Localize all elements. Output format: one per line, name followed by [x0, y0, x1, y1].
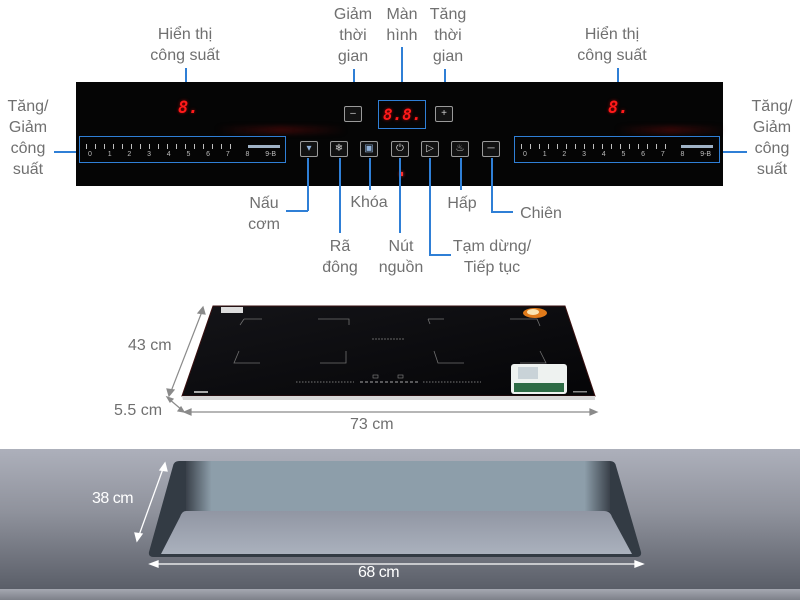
label-line: Tiếp tục: [463, 259, 521, 276]
countertop-edge: [0, 589, 800, 600]
cutout-depth-label: 38 cm: [92, 490, 134, 507]
callout-line: [720, 151, 747, 153]
label-rice-cook: Nấu cơm: [244, 193, 284, 235]
power-indicator-led: [400, 172, 403, 176]
callout-line: [369, 158, 371, 190]
timer-minus-button[interactable]: –: [344, 106, 362, 122]
ambient-glow: [616, 126, 726, 134]
lock-icon: ▣: [364, 143, 374, 154]
label-line: Nút: [388, 238, 414, 255]
pause-resume-button[interactable]: ▷: [421, 141, 439, 157]
right-power-display: 8.: [608, 98, 629, 118]
label-line: Nấu: [249, 195, 279, 212]
power-button[interactable]: ⏻: [391, 141, 409, 157]
label-line: Giảm: [333, 6, 373, 23]
product-height-label: 5.5 cm: [114, 402, 163, 419]
label-line: Tăng: [429, 6, 467, 23]
plus-icon: +: [441, 108, 447, 119]
label-time-up: Tăng thời gian: [425, 4, 471, 67]
callout-line: [401, 47, 403, 101]
cutout-width-label: 68 cm: [358, 564, 400, 581]
label-steam: Hấp: [447, 195, 477, 212]
label-lock: Khóa: [350, 194, 388, 211]
callout-line: [339, 158, 341, 233]
label-pause-resume: Tạm dừng/ Tiếp tục: [452, 236, 532, 278]
callout-line: [491, 158, 493, 212]
timer-display-box: 8.8.: [378, 100, 426, 129]
steam-button[interactable]: ♨: [451, 141, 469, 157]
callout-line: [429, 254, 451, 256]
lock-button[interactable]: ▣: [360, 141, 378, 157]
defrost-button[interactable]: ❄: [330, 141, 348, 157]
label-line: Giảm: [752, 119, 792, 136]
label-power-display-right: Hiển thị công suất: [567, 24, 657, 66]
callout-line: [399, 158, 401, 233]
label-screen: Màn hình: [382, 4, 422, 46]
steam-icon: ♨: [455, 143, 465, 154]
timer-display: 8.8.: [383, 105, 422, 124]
label-line: thời: [339, 27, 367, 44]
cooktop-product-image: [165, 305, 599, 416]
label-line: suất: [756, 161, 788, 178]
pan-icon: ─: [487, 143, 495, 154]
label-line: Giảm: [8, 119, 48, 136]
slider-max-bar: [681, 145, 713, 148]
label-fry: Chiên: [520, 205, 562, 222]
label-line: Màn: [386, 6, 418, 23]
label-line: suất: [12, 161, 44, 178]
left-power-display: 8.: [178, 98, 199, 118]
minus-icon: –: [350, 108, 356, 119]
callout-line: [429, 158, 431, 255]
label-line: đông: [322, 259, 358, 276]
label-line: cơm: [248, 216, 280, 233]
label-line: gian: [337, 48, 369, 65]
label-line: Tăng/: [751, 98, 793, 115]
label-power-adjust-right: Tăng/ Giảm công suất: [746, 96, 798, 180]
callout-line: [54, 151, 80, 153]
slider-ticks: [86, 143, 239, 149]
callout-line: [286, 210, 308, 212]
label-line: công: [10, 140, 46, 157]
cutout-diagram: [134, 461, 645, 568]
label-power-adjust-left: Tăng/ Giảm công suất: [2, 96, 54, 180]
label-defrost: Rã đông: [318, 236, 362, 278]
rice-cook-button[interactable]: ▾: [300, 141, 318, 157]
label-line: nguồn: [378, 259, 424, 276]
label-time-down: Giảm thời gian: [330, 4, 376, 67]
label-line: Tăng/: [7, 98, 49, 115]
label-line: hình: [386, 27, 418, 44]
power-icon: ⏻: [396, 143, 404, 154]
label-line: Rã: [329, 238, 351, 255]
label-line: gian: [432, 48, 464, 65]
slider-ticks: [521, 143, 674, 149]
timer-plus-button[interactable]: +: [435, 106, 453, 122]
label-line: Tạm dừng/: [452, 238, 532, 255]
rice-pot-icon: ▾: [306, 143, 312, 154]
product-depth-label: 43 cm: [128, 337, 172, 354]
label-power: Nút nguồn: [374, 236, 428, 278]
slider-max-bar: [248, 145, 280, 148]
label-line: thời: [434, 27, 462, 44]
ambient-glow: [216, 126, 346, 134]
product-width-label: 73 cm: [350, 416, 394, 433]
fry-button[interactable]: ─: [482, 141, 500, 157]
callout-line: [491, 211, 513, 213]
snowflake-icon: ❄: [334, 143, 344, 154]
label-line: công: [754, 140, 790, 157]
label-line: Hiển thị: [584, 26, 640, 43]
label-power-display-left: Hiển thị công suất: [140, 24, 230, 66]
play-pause-icon: ▷: [426, 143, 434, 154]
label-line: công suất: [150, 47, 220, 64]
label-line: công suất: [577, 47, 647, 64]
label-line: Hiển thị: [157, 26, 213, 43]
callout-line: [460, 158, 462, 190]
callout-line: [307, 158, 309, 211]
